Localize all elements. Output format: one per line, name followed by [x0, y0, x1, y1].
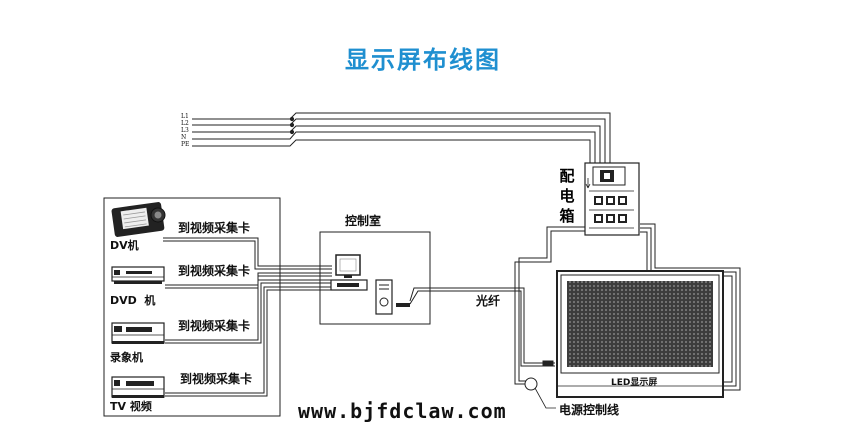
dvd-player-label: DVD 机: [110, 294, 156, 307]
vcr-label: 录象机: [110, 351, 143, 364]
power-phase-lines: [192, 112, 611, 170]
phase-l3-label: L3: [181, 127, 189, 134]
capture-label-2: 到视频采集卡: [178, 264, 251, 278]
phase-l2-label: L2: [181, 120, 189, 127]
phase-l1-label: L1: [181, 113, 189, 120]
diagram-title: 显示屏布线图: [345, 46, 501, 74]
distribution-box: [584, 162, 640, 236]
capture-label-3: 到视频采集卡: [178, 319, 251, 333]
led-screen-label: LED显示屏: [611, 378, 658, 388]
tv-tuner-icon: [111, 376, 165, 398]
source-frame: [103, 197, 281, 417]
dv-camera-label: DV机: [110, 239, 139, 252]
dvd-player-icon: [111, 266, 165, 284]
capture-label-1: 到视频采集卡: [178, 221, 251, 235]
fiber-cable: [409, 287, 555, 367]
phase-n-label: N: [181, 134, 187, 141]
tv-tuner-label: TV 视频: [110, 400, 152, 413]
capture-cables: [163, 237, 332, 397]
control-room-frame: [319, 231, 431, 325]
power-control-line-label: 电源控制线: [559, 403, 620, 417]
capture-label-4: 到视频采集卡: [180, 372, 253, 386]
distribution-box-label: 配电箱: [559, 167, 575, 225]
computer-icon: [330, 254, 410, 315]
fiber-label: 光纤: [476, 294, 501, 308]
phase-pe-label: PE: [181, 141, 190, 148]
vcr-icon: [111, 322, 165, 344]
led-screen: [556, 270, 724, 398]
website-url: www.bjfdclaw.com: [298, 399, 507, 423]
dv-camera-icon: [111, 202, 166, 237]
control-room-label: 控制室: [345, 214, 382, 228]
